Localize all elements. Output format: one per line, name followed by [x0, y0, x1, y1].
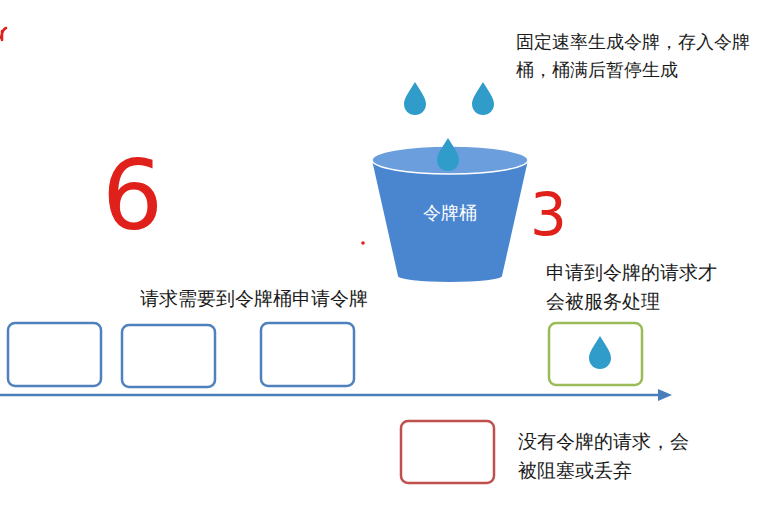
- note-text: 没有令牌的请求，会被阻塞或丢弃: [518, 427, 700, 484]
- token-drop: [437, 138, 459, 171]
- bucket-label: 令牌桶: [368, 201, 532, 225]
- note-text: 固定速率生成令牌，存入令牌桶，桶满后暂停生成: [516, 28, 756, 84]
- red-dot: [361, 241, 365, 245]
- red-mark: [1, 28, 6, 40]
- request-box: [8, 323, 101, 386]
- token-drop: [589, 336, 611, 369]
- served-request-box: [549, 323, 642, 385]
- token-drop: [404, 82, 426, 115]
- rejected-request-box: [401, 421, 494, 483]
- token-drop: [472, 82, 494, 115]
- note-text: 请求需要到令牌桶申请令牌: [140, 286, 368, 311]
- note-text: 申请到令牌的请求才会被服务处理: [546, 258, 728, 315]
- callout-number: 3: [530, 186, 567, 244]
- axis-arrowhead: [658, 389, 672, 401]
- time-axis: [0, 394, 660, 397]
- token-bucket: 令牌桶: [368, 136, 532, 284]
- request-box: [122, 325, 215, 387]
- callout-number: 6: [102, 148, 163, 244]
- request-box: [261, 323, 354, 386]
